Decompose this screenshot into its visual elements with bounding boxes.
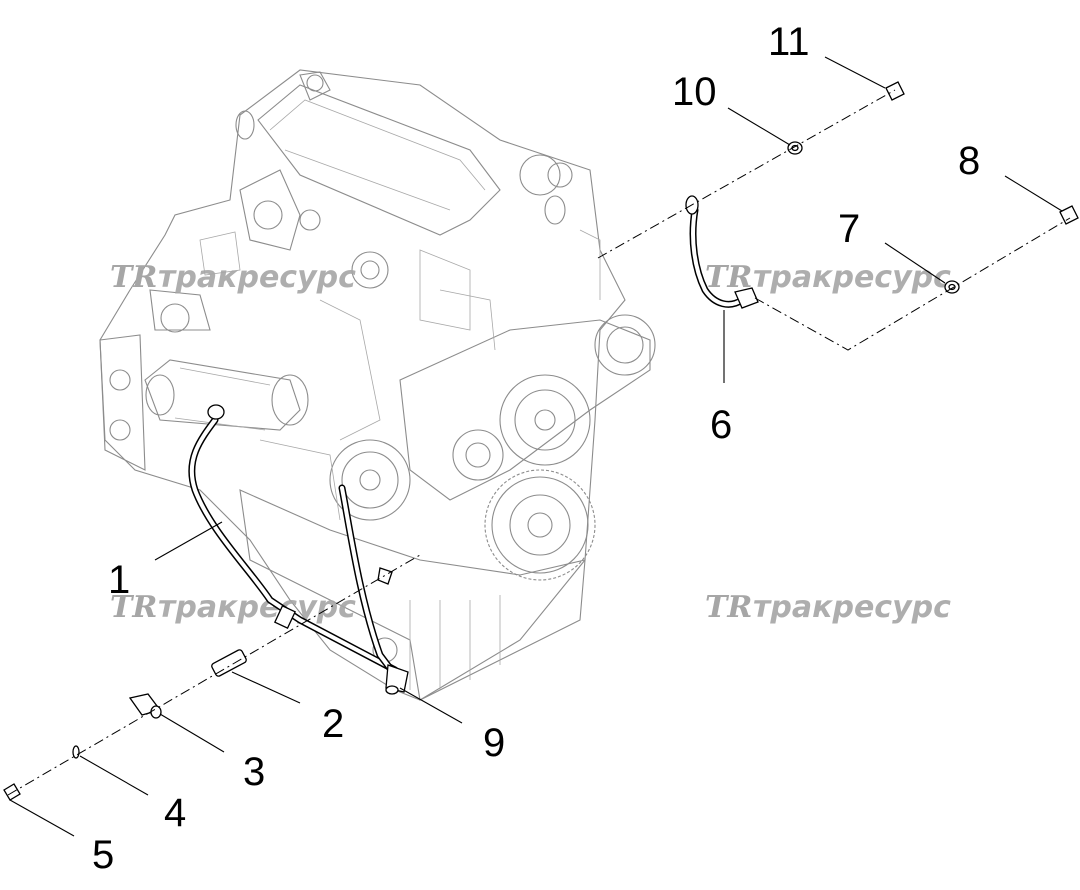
watermark-text: тракресурс (753, 590, 951, 625)
watermark-bottom-left: TR тракресурс (110, 590, 356, 625)
battery-cable-1 (188, 404, 399, 674)
axis-upper-right (597, 89, 896, 259)
callout-4: 4 (164, 791, 186, 835)
axis-cable6-to-bolt8 (754, 217, 1071, 351)
watermark-text: тракресурс (753, 260, 951, 295)
callout-8: 8 (958, 139, 980, 183)
leader-lines (9, 56, 1063, 837)
watermark-bottom-right: TR тракресурс (705, 590, 951, 625)
callout-2: 2 (322, 702, 344, 746)
callout-labels: 1 2 3 4 5 6 7 8 9 10 11 (92, 20, 980, 877)
cable-6 (685, 195, 759, 309)
watermark-logo: TR (110, 590, 157, 625)
callout-11: 11 (768, 20, 810, 64)
watermark-text: тракресурс (158, 260, 356, 295)
watermark-logo: TR (110, 260, 157, 295)
watermark-logo: TR (705, 590, 752, 625)
callout-10: 10 (672, 70, 717, 114)
ground-cable-9 (338, 484, 409, 695)
watermark-top-left: TR тракресурс (110, 260, 356, 295)
callout-1: 1 (108, 558, 130, 602)
assembly-axes (7, 89, 1071, 796)
callout-9: 9 (483, 721, 505, 765)
callout-6: 6 (710, 403, 732, 447)
callout-7: 7 (838, 207, 860, 251)
watermark-text: тракресурс (158, 590, 356, 625)
fastener-parts (3, 81, 1079, 801)
engine-drawing (99, 69, 656, 701)
callout-5: 5 (92, 833, 114, 877)
callout-3: 3 (243, 750, 265, 794)
